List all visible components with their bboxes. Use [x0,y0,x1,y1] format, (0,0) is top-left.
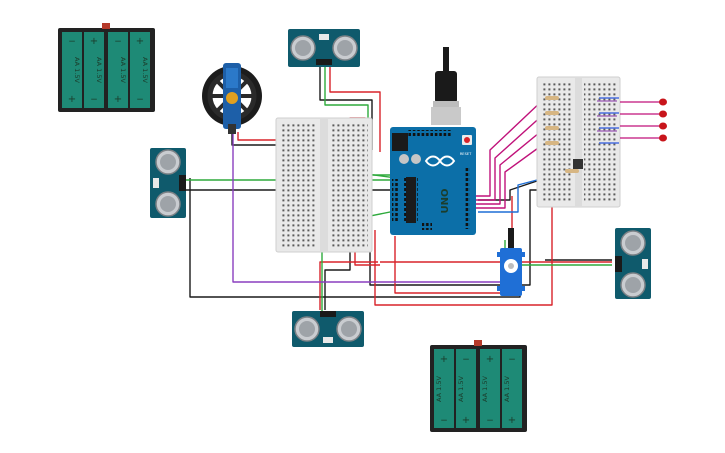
wire-black [231,130,288,146]
svg-text:−: − [68,37,76,47]
battery-cell: + − AA 1.5V [480,349,500,428]
battery-cell: − + AA 1.5V [62,32,82,108]
svg-text:UNO: UNO [440,189,451,214]
push-button[interactable] [573,159,583,169]
wire-red [374,195,553,306]
servo-motor[interactable] [497,228,525,296]
battery-cell: − + AA 1.5V [502,349,522,428]
svg-text:+: + [440,354,448,365]
svg-text:+: + [508,415,516,426]
svg-text:+: + [114,94,122,105]
breadboard-right[interactable] [536,76,621,208]
battery-cell: + − AA 1.5V [434,349,454,428]
wire-red [319,261,378,310]
ultrasonic-sensor-left[interactable] [150,148,186,218]
resistors [545,96,579,173]
led-red[interactable] [659,98,667,106]
wire-magenta [476,127,546,205]
svg-text:AA 1.5V: AA 1.5V [481,375,489,401]
led-red[interactable] [659,134,667,142]
svg-text:−: − [486,416,494,426]
dc-motor-wheel[interactable] [202,63,262,134]
svg-text:AA 1.5V: AA 1.5V [119,57,127,83]
ultrasonic-sensor-right[interactable] [615,228,651,299]
svg-text:+: + [136,36,144,47]
wire-red [237,132,290,141]
ultrasonic-sensor-top[interactable] [288,29,360,67]
battery-cell: + − AA 1.5V [84,32,104,108]
svg-text:+: + [68,94,76,105]
svg-text:+: + [90,36,98,47]
battery-cell: − + AA 1.5V [456,349,476,428]
svg-text:AA 1.5V: AA 1.5V [503,375,511,401]
svg-text:AA 1.5V: AA 1.5V [435,375,443,401]
arduino-uno-board[interactable]: RESET UNO [390,47,476,235]
breadboard-left[interactable] [275,117,373,253]
battery-pack-bottom[interactable]: + − AA 1.5V − + AA 1.5V + − AA 1.5V − + … [430,340,527,432]
battery-cell: + − AA 1.5V [130,32,150,108]
wire-magenta [476,112,546,201]
svg-text:+: + [486,354,494,365]
wire-red [329,65,381,152]
svg-text:AA 1.5V: AA 1.5V [95,57,103,83]
wire-magenta [476,97,546,197]
led-red[interactable] [659,110,667,118]
svg-text:−: − [90,95,98,105]
leds[interactable] [620,98,667,142]
svg-text:−: − [440,416,448,426]
svg-text:+: + [462,415,470,426]
usb-cable [431,47,461,125]
battery-cell: − + AA 1.5V [108,32,128,108]
svg-text:−: − [462,355,470,365]
wire-magenta [476,142,546,209]
led-red[interactable] [659,122,667,130]
wire-red [394,236,505,294]
ultrasonic-sensor-bottom[interactable] [292,311,364,347]
svg-text:−: − [508,355,516,365]
svg-text:AA 1.5V: AA 1.5V [73,57,81,83]
battery-pack-top[interactable]: − + AA 1.5V + − AA 1.5V − + AA 1.5V + − … [58,23,155,112]
svg-text:RESET: RESET [460,151,472,156]
svg-text:AA 1.5V: AA 1.5V [141,57,149,83]
svg-text:−: − [136,95,144,105]
svg-text:−: − [114,37,122,47]
svg-text:AA 1.5V: AA 1.5V [457,375,465,401]
